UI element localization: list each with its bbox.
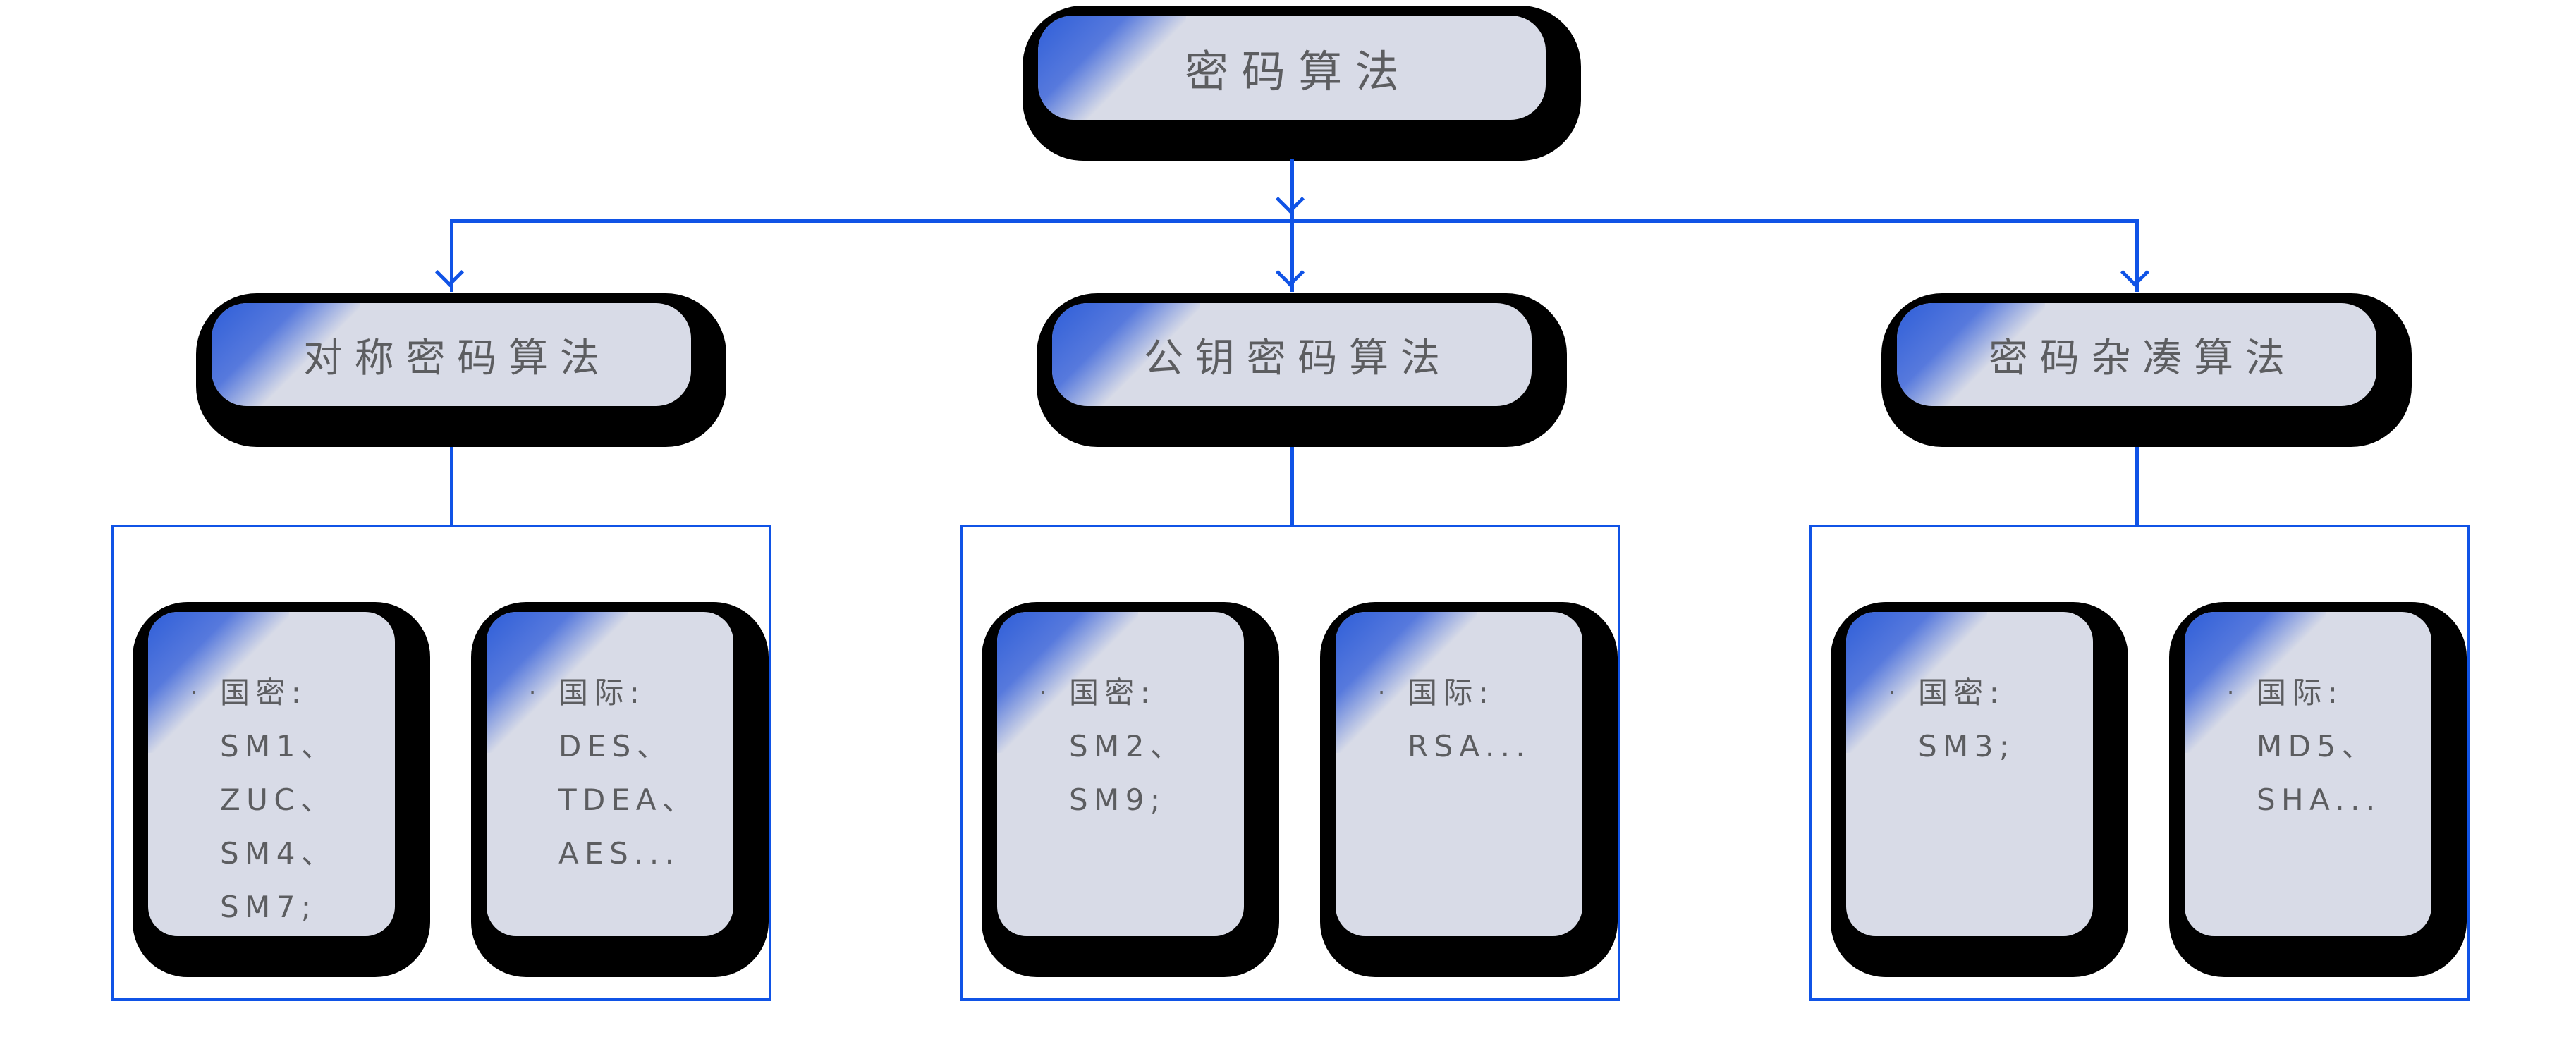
bullet-dot: ·: [2227, 679, 2235, 706]
card-international: · 国际: DES、 TDEA、 AES...: [487, 612, 733, 936]
connector-branch-left: [450, 221, 453, 292]
branch-node-public-key: 公钥密码算法: [1052, 303, 1532, 406]
group-public-key-algorithms: · 国密: SM2、 SM9; · 国际: RSA...: [960, 524, 1620, 1001]
bullet-dot: ·: [1039, 679, 1047, 706]
branch-node-symmetric: 对称密码算法: [212, 303, 691, 406]
card-line: RSA...: [1408, 729, 1532, 763]
connector-right-to-group: [2135, 444, 2139, 524]
arrowhead-down-icon: [434, 257, 465, 288]
connector-middle-to-group: [1290, 444, 1294, 524]
branch-node-hash: 密码杂凑算法: [1897, 303, 2376, 406]
card-international: · 国际: RSA...: [1336, 612, 1582, 936]
card-domestic: · 国密: SM1、 ZUC、 SM4、 SM7;: [148, 612, 395, 936]
card-title: 国密:: [1918, 675, 2006, 710]
arrowhead-down-icon: [1275, 184, 1305, 214]
card-domestic: · 国密: SM2、 SM9;: [997, 612, 1244, 936]
connector-branch-middle: [1290, 221, 1294, 292]
card-line: SHA...: [2257, 783, 2381, 817]
connector-left-to-group: [450, 444, 453, 524]
root-node-label: 密码算法: [1185, 46, 1412, 97]
card-text: · 国密: SM2、 SM9;: [1039, 665, 1234, 827]
card-line: ZUC、: [220, 783, 336, 817]
card-title: 国际:: [2257, 675, 2344, 710]
connector-root-down: [1290, 159, 1294, 219]
card-text: · 国际: DES、 TDEA、 AES...: [529, 665, 724, 881]
card-text: · 国际: RSA...: [1378, 665, 1573, 773]
group-hash-algorithms: · 国密: SM3; · 国际: MD5、 SHA...: [1809, 524, 2470, 1001]
card-line: SM3;: [1918, 729, 2015, 763]
card-line: SM1、: [220, 729, 337, 763]
card-line: SM4、: [220, 836, 337, 871]
card-line: SM9;: [1069, 783, 1166, 817]
branch-node-label: 对称密码算法: [303, 335, 611, 381]
bullet-dot: ·: [1888, 679, 1896, 706]
bullet-dot: ·: [190, 679, 198, 706]
card-title: 国密:: [220, 675, 307, 710]
card-line: TDEA、: [558, 783, 698, 817]
connector-horizontal-bus: [450, 219, 2139, 223]
card-international: · 国际: MD5、 SHA...: [2185, 612, 2431, 936]
branch-node-label: 公钥密码算法: [1143, 335, 1452, 381]
corner-gradient-icon: [1038, 16, 1186, 120]
card-line: SM7;: [220, 890, 317, 924]
group-symmetric-algorithms: · 国密: SM1、 ZUC、 SM4、 SM7; · 国际: DES、 TDEA、…: [111, 524, 771, 1001]
card-title: 国际:: [558, 675, 646, 710]
card-text: · 国际: MD5、 SHA...: [2227, 665, 2422, 827]
bullet-dot: ·: [1378, 679, 1386, 706]
arrowhead-down-icon: [2120, 257, 2150, 288]
card-line: AES...: [558, 836, 680, 871]
card-text: · 国密: SM3;: [1888, 665, 2083, 773]
card-domestic: · 国密: SM3;: [1846, 612, 2093, 936]
connector-branch-right: [2135, 221, 2139, 292]
bullet-dot: ·: [529, 679, 537, 706]
card-text: · 国密: SM1、 ZUC、 SM4、 SM7;: [190, 665, 385, 934]
card-title: 国际:: [1408, 675, 1495, 710]
card-line: MD5、: [2257, 729, 2377, 763]
arrowhead-down-icon: [1275, 257, 1305, 288]
card-line: SM2、: [1069, 729, 1186, 763]
branch-node-label: 密码杂凑算法: [1988, 335, 2297, 381]
card-title: 国密:: [1069, 675, 1156, 710]
root-node-cipher-algorithms: 密码算法: [1038, 16, 1546, 120]
card-line: DES、: [558, 729, 673, 763]
